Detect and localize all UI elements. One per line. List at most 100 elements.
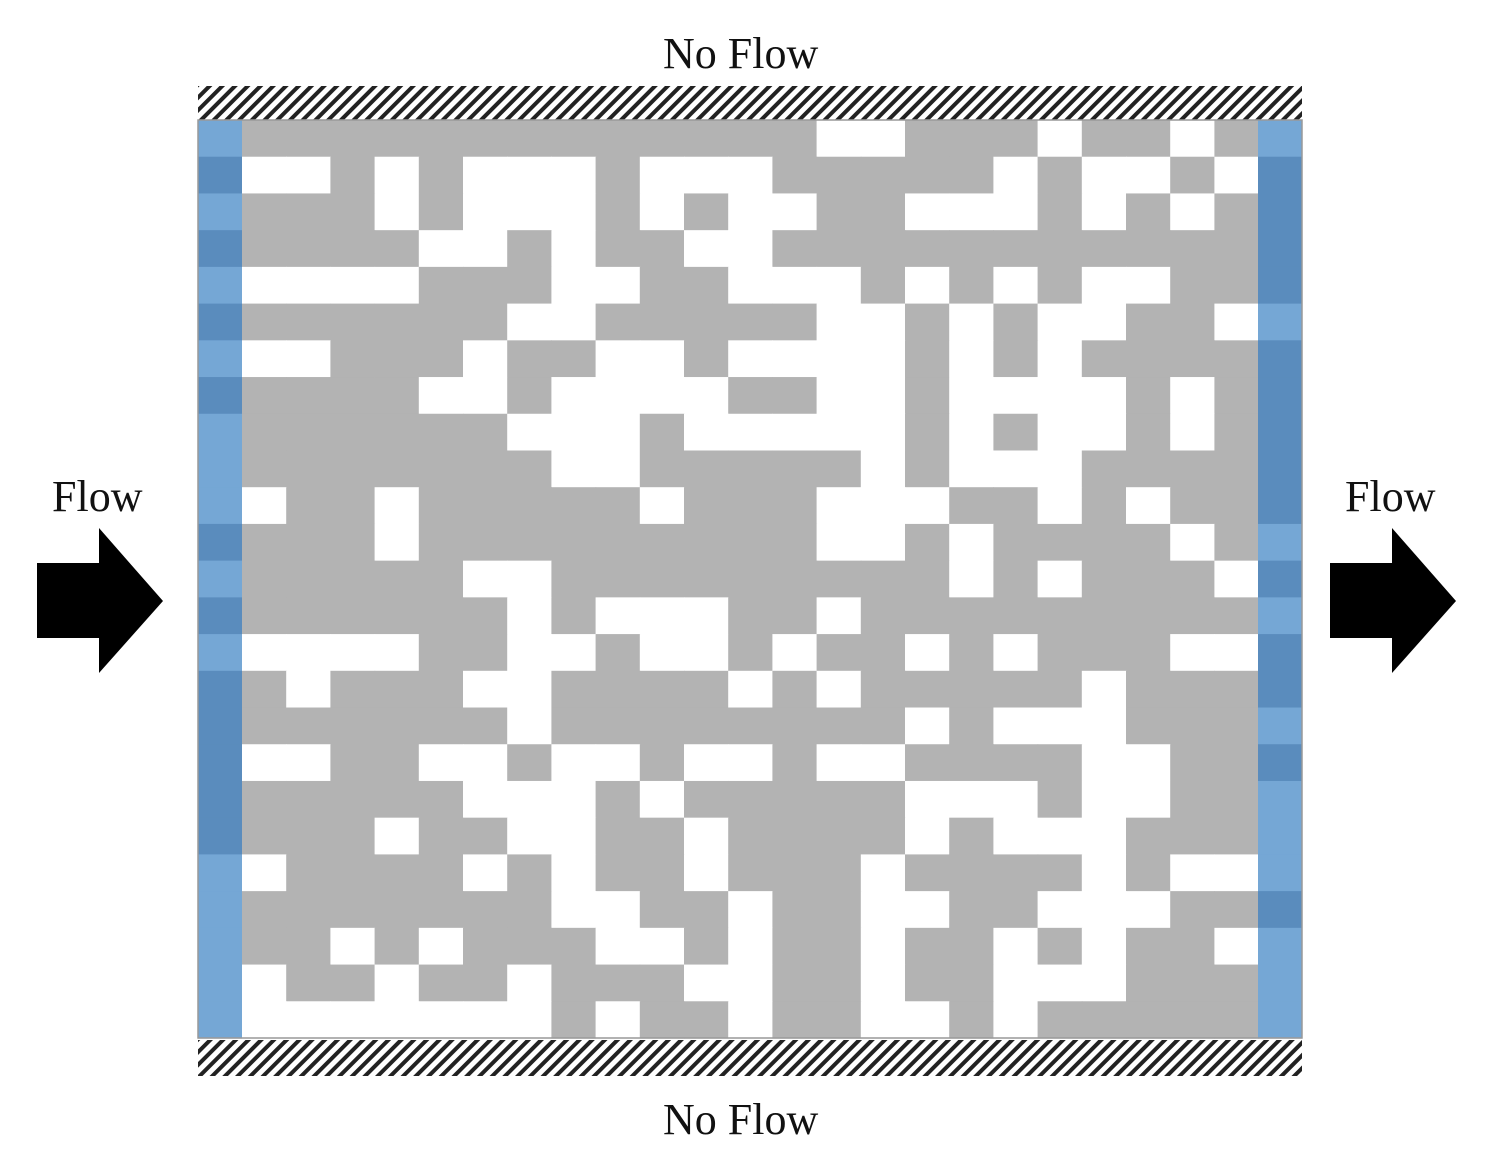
solid-cell xyxy=(595,523,641,562)
inlet-arrow-icon xyxy=(37,528,163,673)
pore-cell xyxy=(772,413,818,452)
pore-cell xyxy=(551,891,597,929)
solid-cell xyxy=(772,1001,818,1039)
solid-cell xyxy=(1170,340,1215,378)
solid-cell xyxy=(1126,964,1171,1002)
pore-cell xyxy=(242,744,287,782)
pore-cell xyxy=(418,744,464,782)
solid-cell xyxy=(507,120,552,158)
solid-cell xyxy=(993,523,1039,562)
pore-cell xyxy=(1037,413,1083,452)
pore-cell xyxy=(860,964,906,1002)
pore-cell xyxy=(772,340,818,378)
solid-cell xyxy=(772,523,818,562)
inlet-boundary-cell xyxy=(198,634,242,672)
solid-cell xyxy=(1126,560,1171,598)
pore-cell xyxy=(1170,634,1215,672)
solid-cell xyxy=(905,120,950,158)
pore-cell xyxy=(1081,156,1127,195)
pore-cell xyxy=(993,193,1039,231)
solid-cell xyxy=(639,413,685,452)
solid-cell xyxy=(772,156,818,195)
pore-cell xyxy=(463,377,508,415)
solid-cell xyxy=(463,413,508,452)
pore-cell xyxy=(286,670,331,709)
pore-cell xyxy=(595,1001,641,1039)
solid-cell xyxy=(551,523,597,562)
solid-cell xyxy=(551,340,597,378)
solid-cell xyxy=(816,230,862,268)
solid-cell xyxy=(860,817,906,855)
pore-cell xyxy=(374,487,420,525)
solid-cell xyxy=(1037,744,1083,782)
pore-cell xyxy=(816,340,862,378)
solid-cell xyxy=(1037,597,1083,635)
solid-cell xyxy=(905,450,950,488)
solid-cell xyxy=(816,156,862,195)
inlet-boundary-cell xyxy=(198,340,242,378)
pore-cell xyxy=(330,634,376,672)
solid-cell xyxy=(463,891,508,929)
solid-cell xyxy=(330,413,376,452)
pore-cell xyxy=(993,450,1039,488)
pore-cell xyxy=(551,377,597,415)
solid-cell xyxy=(639,120,685,158)
solid-cell xyxy=(1126,340,1171,378)
pore-cell xyxy=(1170,120,1215,158)
solid-cell xyxy=(595,230,641,268)
pore-cell xyxy=(1037,817,1083,855)
solid-cell xyxy=(242,817,287,855)
solid-cell xyxy=(418,487,464,525)
pore-cell xyxy=(728,340,773,378)
solid-cell xyxy=(330,193,376,231)
solid-cell xyxy=(1126,230,1171,268)
solid-cell xyxy=(595,303,641,341)
solid-cell xyxy=(684,266,729,305)
pore-cell xyxy=(993,964,1039,1002)
outlet-boundary-cell xyxy=(1258,927,1302,966)
solid-cell xyxy=(507,230,552,268)
solid-cell xyxy=(1214,817,1260,855)
solid-cell xyxy=(1081,450,1127,488)
pore-cell xyxy=(507,193,552,231)
pore-cell xyxy=(1037,120,1083,158)
pore-cell xyxy=(639,340,685,378)
solid-cell xyxy=(816,854,862,892)
inlet-boundary-cell xyxy=(198,377,242,415)
solid-cell xyxy=(1170,817,1215,855)
pore-cell xyxy=(507,780,552,819)
pore-cell xyxy=(286,156,331,195)
solid-cell xyxy=(993,891,1039,929)
solid-cell xyxy=(772,120,818,158)
solid-cell xyxy=(1170,303,1215,341)
solid-cell xyxy=(463,964,508,1002)
no-flow-top-label: No Flow xyxy=(663,29,819,78)
solid-cell xyxy=(949,1001,994,1039)
solid-cell xyxy=(595,707,641,745)
solid-cell xyxy=(1081,634,1127,672)
solid-cell xyxy=(772,744,818,782)
pore-cell xyxy=(595,377,641,415)
solid-cell xyxy=(728,450,773,488)
no-flow-bottom-label: No Flow xyxy=(663,1095,819,1144)
solid-cell xyxy=(639,230,685,268)
pore-cell xyxy=(286,340,331,378)
inlet-boundary-cell xyxy=(198,597,242,635)
inlet-flow-label: Flow xyxy=(52,472,143,521)
pore-cell xyxy=(728,193,773,231)
pore-cell xyxy=(728,927,773,966)
solid-cell xyxy=(816,560,862,598)
solid-cell xyxy=(639,707,685,745)
pore-cell xyxy=(728,266,773,305)
solid-cell xyxy=(1170,230,1215,268)
solid-cell xyxy=(949,487,994,525)
pore-cell xyxy=(639,780,685,819)
outlet-boundary-cell xyxy=(1258,891,1302,929)
solid-cell xyxy=(860,707,906,745)
pore-cell xyxy=(551,413,597,452)
pore-cell xyxy=(507,670,552,709)
solid-cell xyxy=(816,817,862,855)
pore-cell xyxy=(507,964,552,1002)
pore-cell xyxy=(860,377,906,415)
pore-cell xyxy=(639,597,685,635)
